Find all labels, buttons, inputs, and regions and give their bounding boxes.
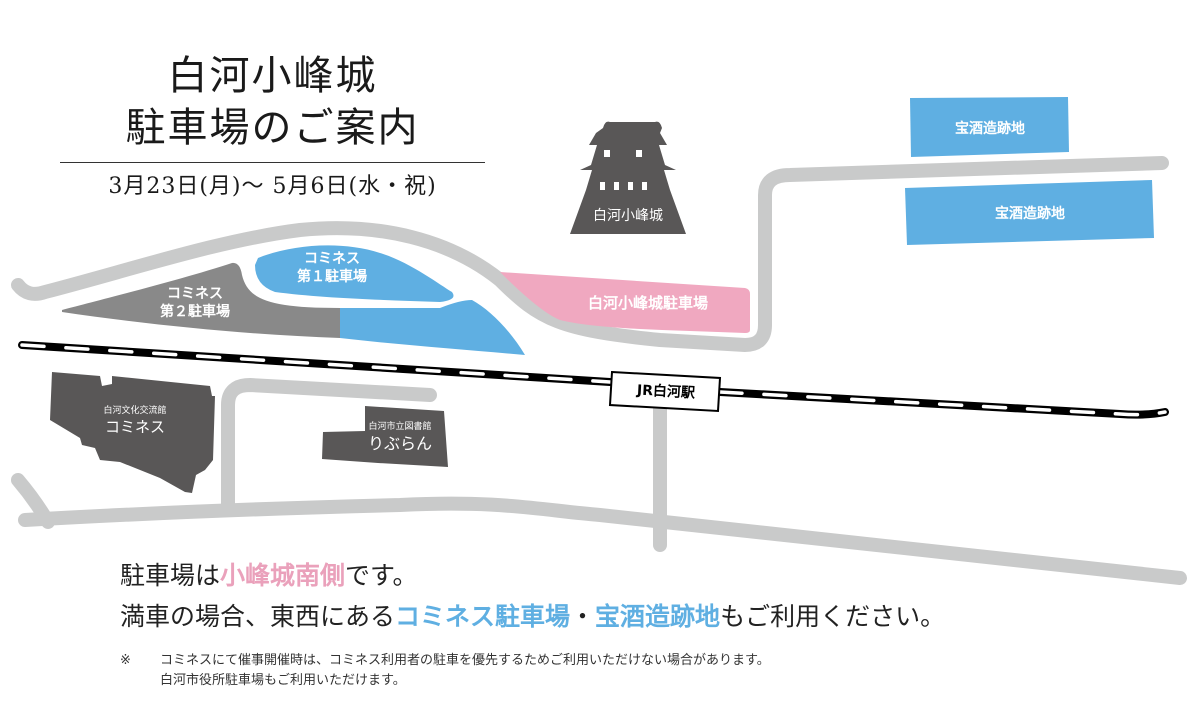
parking-castle-label: 白河小峰城駐車場 xyxy=(587,294,708,312)
castle-icon[interactable] xyxy=(570,121,686,234)
roads xyxy=(11,156,1187,585)
road-north-curve xyxy=(11,156,1169,352)
kominesu-building[interactable] xyxy=(50,372,215,493)
notice-line-1-prefix: 駐車場は xyxy=(120,561,221,590)
notice-highlight-kominesu: コミネス駐車場 xyxy=(395,602,571,631)
road-library xyxy=(221,378,437,512)
parking-kominesu-1-south[interactable] xyxy=(340,300,525,355)
station-box[interactable] xyxy=(608,370,722,413)
notice-separator: ・ xyxy=(570,602,596,631)
castle-label: 白河小峰城 xyxy=(593,208,663,224)
notice-highlight-takara: 宝酒造跡地 xyxy=(595,602,721,631)
footnote-line-2: 白河市役所駐車場もご利用いただけます。 xyxy=(160,673,406,688)
title-period: 3月23日(月)〜 5月6日(水・祝) xyxy=(108,174,437,199)
footnote-line-1: ※ コミネスにて催事開催時は、コミネス利用者の駐車を優先するためご利用いただけない… xyxy=(120,651,770,671)
road-south xyxy=(18,496,1187,585)
kominesu-building-name: コミネス xyxy=(104,418,165,436)
parking-kominesu-2-label: コミネス 第２駐車場 xyxy=(145,285,245,321)
parking-kominesu-1-label: コミネス 第１駐車場 xyxy=(282,250,382,286)
kominesu-building-sublabel: 白河文化交流館 xyxy=(103,406,167,416)
library-building[interactable] xyxy=(322,406,448,467)
railway xyxy=(18,341,1169,419)
title-divider xyxy=(60,162,485,163)
notice-line-2: 満車の場合、東西にあるコミネス駐車場・宝酒造跡地もご利用ください。 xyxy=(120,597,945,633)
parking-takara-north-label: 宝酒造跡地 xyxy=(955,121,1025,137)
parking-kominesu-1[interactable] xyxy=(255,245,454,302)
library-building-sublabel: 白河市立図書館 xyxy=(368,422,432,432)
parking-kominesu-1-label-line2: 第１駐車場 xyxy=(297,269,367,285)
parking-kominesu-2[interactable] xyxy=(62,262,340,338)
notice-line-1: 駐車場は小峰城南側です。 xyxy=(120,556,418,592)
parking-takara-south[interactable] xyxy=(905,180,1154,245)
notice-highlight-castle-south: 小峰城南側 xyxy=(220,561,346,590)
parking-takara-south-label: 宝酒造跡地 xyxy=(995,206,1065,222)
kominesu-building-label: 白河文化交流館 コミネス xyxy=(90,405,180,436)
road-southwest xyxy=(11,473,55,529)
title-parking-guide: 駐車場のご案内 xyxy=(125,105,420,151)
library-building-label: 白河市立図書館 りぶらん xyxy=(360,421,440,454)
parking-kominesu-2-label-line1: コミネス xyxy=(167,286,223,302)
library-building-name: りぶらん xyxy=(367,434,432,453)
footnote: ※ コミネスにて催事開催時は、コミネス利用者の駐車を優先するためご利用いただけない… xyxy=(120,651,770,691)
parking-takara-north[interactable] xyxy=(910,97,1069,157)
footnote-mark: ※ xyxy=(120,653,131,668)
title-castle: 白河小峰城 xyxy=(167,53,378,99)
parking-kominesu-2-label-line2: 第２駐車場 xyxy=(160,304,230,320)
parking-castle[interactable] xyxy=(500,272,750,333)
notice-line-1-suffix: です。 xyxy=(345,561,418,590)
notice-line-2-suffix: もご利用ください。 xyxy=(720,602,946,631)
parking-kominesu-1-label-line1: コミネス xyxy=(304,251,360,267)
footnote-text-1: コミネスにて催事開催時は、コミネス利用者の駐車を優先するためご利用いただけない場… xyxy=(160,653,770,668)
notice-line-2-prefix: 満車の場合、東西にある xyxy=(120,602,396,631)
title-block: 白河小峰城 駐車場のご案内 3月23日(月)〜 5月6日(水・祝) xyxy=(60,50,485,201)
